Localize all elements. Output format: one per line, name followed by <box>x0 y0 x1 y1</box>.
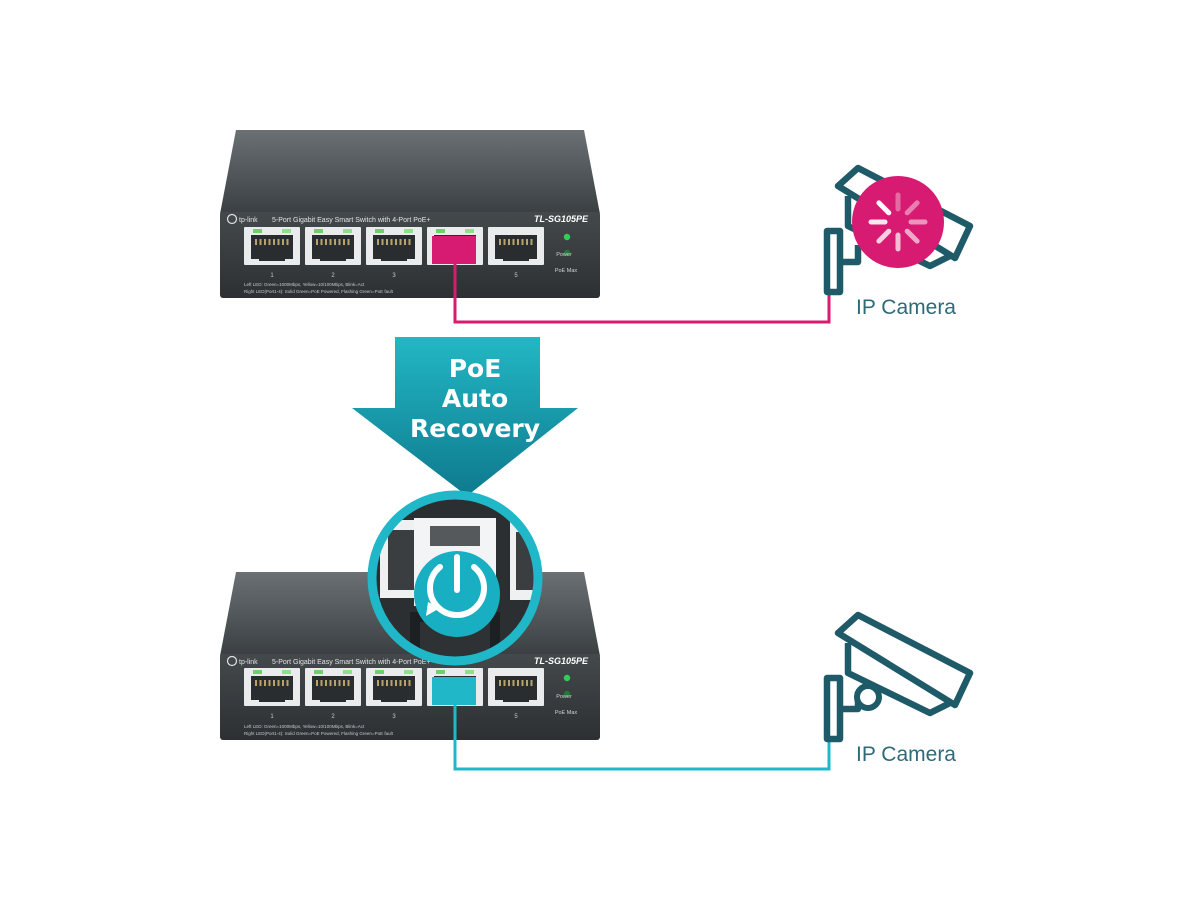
switch-model: TL-SG105PE <box>534 656 589 666</box>
led-label-poe-max: PoE Max <box>555 268 578 274</box>
port-number: 3 <box>392 714 396 720</box>
ethernet-port-icon <box>305 227 361 265</box>
switch-model: TL-SG105PE <box>534 214 589 224</box>
ethernet-port-icon <box>366 227 422 265</box>
camera-icon <box>823 611 974 743</box>
tp-link-logo: tp-link <box>226 213 258 225</box>
ethernet-port-icon <box>244 227 300 265</box>
loading-spinner-icon <box>852 176 944 268</box>
power-led <box>563 233 571 241</box>
led-legend-line1: Left LED: Green=1000Mbps, Yellow=10/100M… <box>244 724 365 729</box>
power-led <box>563 674 571 682</box>
port-zoom-magnifier <box>367 490 543 666</box>
ethernet-port-icon <box>488 668 544 706</box>
led-label-power: Power <box>556 694 572 700</box>
switch-brand: tp-link <box>239 217 258 224</box>
port-number: 3 <box>392 273 396 279</box>
port-number: 1 <box>270 714 274 720</box>
camera-icon <box>823 164 974 296</box>
led-legend-line1: Left LED: Green=1000Mbps, Yellow=10/100M… <box>244 282 365 287</box>
tp-link-logo: tp-link <box>226 655 258 667</box>
arrow-text-line3: Recovery <box>409 414 541 443</box>
switch-brand: tp-link <box>239 659 258 666</box>
switch-description: 5-Port Gigabit Easy Smart Switch with 4-… <box>272 217 431 224</box>
arrow-text-line1: PoE <box>448 354 502 383</box>
switch-top: tp-link 5-Port Gigabit Easy Smart Switch… <box>220 130 600 298</box>
ethernet-port-icon <box>305 668 361 706</box>
led-legend-line2: Right LED(Port1-4): Solid Green=PoE Powe… <box>244 731 394 736</box>
ethernet-port-icon <box>244 668 300 706</box>
led-label-power: Power <box>556 252 572 258</box>
port-number: 2 <box>331 273 335 279</box>
faulty-port-highlight <box>432 236 476 264</box>
port-number: 5 <box>514 273 518 279</box>
switch-top-lid <box>220 130 600 214</box>
camera-lens <box>854 683 882 711</box>
camera-top-label: IP Camera <box>856 296 956 319</box>
arrow-text-line2: Auto <box>441 384 509 413</box>
recovered-port-highlight <box>432 677 476 705</box>
ethernet-port-icon <box>488 227 544 265</box>
poe-max-led <box>563 249 571 257</box>
ethernet-port-icon <box>366 668 422 706</box>
recovered-cable <box>453 700 831 771</box>
port-number: 2 <box>331 714 335 720</box>
recovery-arrow <box>352 337 578 496</box>
camera-bottom-label: IP Camera <box>856 743 956 766</box>
power-recovery-icon <box>414 551 500 637</box>
poe-max-led <box>563 690 571 698</box>
switch-description: 5-Port Gigabit Easy Smart Switch with 4-… <box>272 659 431 666</box>
port-number: 1 <box>270 273 274 279</box>
fault-cable <box>453 258 831 324</box>
port-number: 5 <box>514 714 518 720</box>
led-label-poe-max: PoE Max <box>555 710 578 716</box>
led-legend-line2: Right LED(Port1-4): Solid Green=PoE Powe… <box>244 289 394 294</box>
